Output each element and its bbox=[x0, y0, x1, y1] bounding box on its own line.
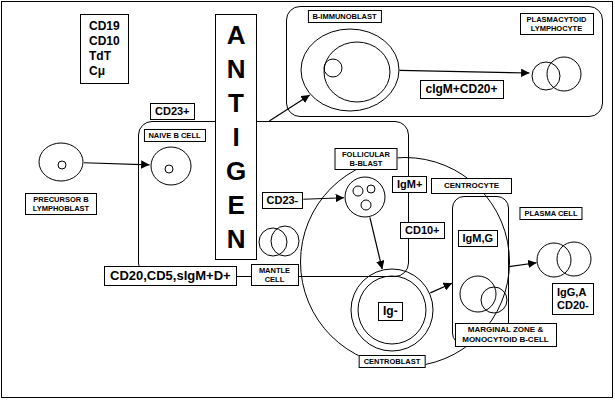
box-text: CD10+ bbox=[405, 224, 440, 237]
follicular-cell-outline bbox=[344, 176, 386, 218]
plasma-cell-outline bbox=[536, 240, 592, 278]
follicular-cell: FOLLICULAR B-BLAST bbox=[344, 176, 386, 218]
box-text: CD19 CD10 TdT Cμ bbox=[89, 19, 120, 79]
cell-label: MANTLE CELL bbox=[251, 264, 299, 286]
antigen-box: ANTIGEN bbox=[215, 14, 257, 260]
cell-outline bbox=[58, 161, 66, 169]
marginal-zone-region: MARGINAL ZONE & MONOCYTOID B-CELLIgM,G bbox=[452, 196, 509, 345]
cell-outline bbox=[547, 57, 581, 91]
mantle-cell: MANTLE CELL bbox=[258, 222, 300, 260]
cell-outline bbox=[301, 29, 399, 111]
marker-box: IgM+ bbox=[392, 176, 427, 193]
marker-box: Ig- bbox=[378, 302, 403, 321]
cell-outline bbox=[324, 59, 342, 77]
cell-label: PRECURSOR B LYMPHOBLAST bbox=[25, 193, 97, 215]
cell-outline bbox=[460, 276, 496, 312]
cell-outline bbox=[324, 42, 390, 102]
cell-label: CENTROBLAST bbox=[359, 355, 426, 368]
box-text: CD20,CD5,sIgM+D+ bbox=[110, 268, 231, 284]
immunoblast-cell-outline bbox=[300, 28, 400, 112]
naive-cell: NAIVE B CELL bbox=[150, 146, 192, 186]
marker-box: CD19 CD10 TdT Cμ bbox=[80, 14, 129, 84]
cell-label: FOLLICULAR B-BLAST bbox=[335, 148, 398, 170]
cell-outline bbox=[361, 200, 371, 210]
marker-box: IgM,G bbox=[458, 230, 499, 247]
mantle-cell-outline bbox=[258, 222, 300, 260]
cell-outline bbox=[259, 228, 287, 256]
marker-box: CD20,CD5,sIgM+D+ bbox=[104, 266, 237, 286]
marker-box: IgG,A CD20- bbox=[552, 283, 594, 315]
centroblast-cell: CENTROBLASTIg- bbox=[350, 268, 434, 352]
activation-region: B-IMMUNOBLAST PLASMACYTOID LYMPHOCYTE cIgM… bbox=[286, 6, 603, 117]
plasmacytoid-cell-outline bbox=[530, 55, 582, 93]
flow-arrow bbox=[269, 95, 309, 121]
box-text: IgM+ bbox=[397, 178, 422, 191]
flow-arrow bbox=[430, 283, 452, 293]
naive-region: NAIVE B CELL CD23- MANTLE CELL bbox=[138, 121, 409, 277]
flow-arrow bbox=[399, 70, 529, 73]
cell-outline bbox=[537, 243, 571, 277]
marker-box: CD23- bbox=[262, 192, 304, 209]
box-text: ANTIGEN bbox=[225, 18, 247, 256]
cell-outline bbox=[271, 226, 299, 256]
cell-label: MARGINAL ZONE & MONOCYTOID B-CELL bbox=[455, 323, 557, 347]
box-text: IgM,G bbox=[463, 232, 494, 245]
precursor-cell-outline bbox=[38, 142, 84, 182]
cell-outline bbox=[151, 147, 191, 185]
marker-box: CD10+ bbox=[400, 222, 445, 239]
cell-label: PLASMA CELL bbox=[519, 207, 582, 220]
precursor-cell: PRECURSOR B LYMPHOBLAST bbox=[38, 142, 84, 182]
box-text: cIgM+CD20+ bbox=[426, 82, 498, 97]
cell-outline bbox=[351, 269, 433, 351]
cell-label: B-IMMUNOBLAST bbox=[307, 10, 381, 23]
marker-box: cIgM+CD20+ bbox=[420, 80, 504, 99]
cell-outline bbox=[345, 177, 385, 217]
cell-outline bbox=[358, 276, 426, 344]
cell-outline bbox=[481, 287, 507, 313]
plasma-cell: PLASMA CELL bbox=[536, 240, 592, 278]
cell-label: NAIVE B CELL bbox=[143, 129, 205, 142]
box-text: CENTROCYTE bbox=[444, 181, 499, 191]
immunoblast-cell: B-IMMUNOBLAST bbox=[300, 28, 400, 112]
cell-outline bbox=[39, 143, 83, 181]
flow-arrow bbox=[303, 198, 344, 199]
box-text: Ig- bbox=[383, 304, 398, 319]
stage-label: CENTROCYTE bbox=[431, 178, 512, 194]
cell-outline bbox=[532, 62, 560, 90]
flow-arrow bbox=[509, 263, 537, 267]
cell-outline bbox=[367, 185, 375, 193]
naive-cell-outline bbox=[150, 146, 192, 186]
box-text: IgG,A CD20- bbox=[557, 286, 589, 312]
flow-arrow bbox=[84, 163, 150, 165]
plasmacytoid-cell: PLASMACYTOID LYMPHOCYTE bbox=[530, 55, 582, 93]
cell-outline bbox=[557, 242, 591, 276]
marker-box: CD23+ bbox=[150, 103, 195, 120]
box-text: CD23- bbox=[267, 194, 299, 207]
cell-outline bbox=[353, 186, 363, 196]
flow-arrow bbox=[370, 217, 382, 269]
cell-label: PLASMACYTOID LYMPHOCYTE bbox=[520, 13, 594, 35]
box-text: CD23+ bbox=[155, 105, 190, 118]
cell-outline bbox=[165, 165, 173, 173]
